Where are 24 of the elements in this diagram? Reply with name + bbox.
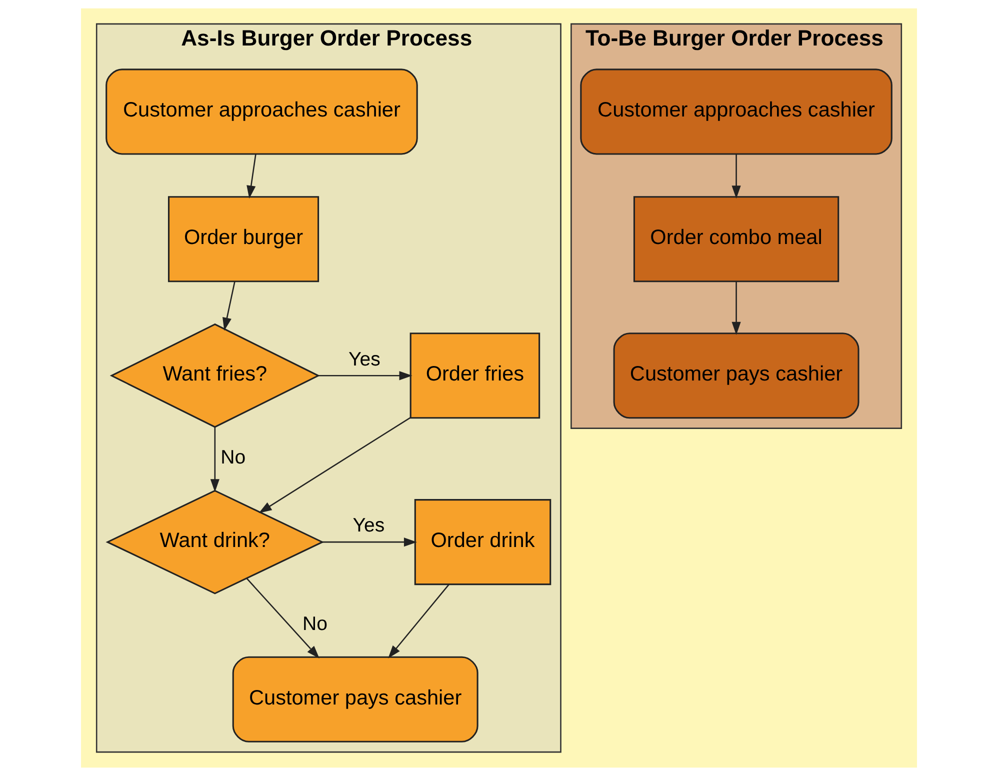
node-box: Customer approaches cashier xyxy=(105,68,418,155)
arrow xyxy=(388,584,449,658)
arrow xyxy=(222,282,235,331)
edge-label: No xyxy=(220,446,246,468)
arrow xyxy=(318,371,412,380)
arrow xyxy=(258,417,410,514)
arrow xyxy=(246,154,256,199)
arrow xyxy=(731,154,740,199)
node-box: Order fries xyxy=(409,332,540,419)
edge-label: Yes xyxy=(352,514,384,537)
arrow xyxy=(322,538,416,547)
node-box: Order drink xyxy=(414,499,551,586)
node-box: Order combo meal xyxy=(632,196,839,282)
arrow xyxy=(246,578,319,659)
node-box: Customer pays cashier xyxy=(612,332,859,419)
node-box: Customer approaches cashier xyxy=(580,68,892,155)
node-box: Order burger xyxy=(167,196,319,282)
edge-label: Yes xyxy=(348,348,380,370)
node-diamond: Want fries? xyxy=(109,323,320,428)
arrow xyxy=(210,427,219,492)
node-diamond: Want drink? xyxy=(105,490,324,594)
arrow xyxy=(731,282,740,335)
edge-label: No xyxy=(302,612,327,635)
node-box: Customer pays cashier xyxy=(232,656,478,742)
